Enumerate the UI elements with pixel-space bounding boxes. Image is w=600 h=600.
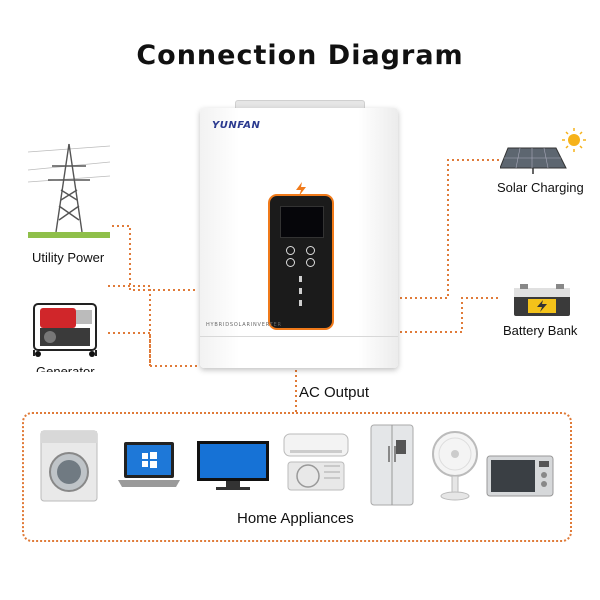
home-appliances-label: Home Appliances [237,510,354,527]
lcd-screen [280,206,324,238]
status-led [299,276,302,282]
status-led [299,300,302,306]
refrigerator-icon [370,424,414,506]
washing-machine-icon [40,430,98,502]
panel-button[interactable] [306,258,315,267]
solar-panel-icon [499,128,590,176]
generator-label: Generator [36,364,95,372]
sun-icon [562,128,586,152]
utility-wire [112,225,198,291]
inverter-body: YUNFAN HYBRIDSOLARINVERTER [200,108,398,368]
utility-power-icon [27,140,111,242]
control-panel [268,182,334,330]
generator-wire-upper [108,285,151,366]
battery-bank-label: Battery Bank [503,323,578,338]
television-icon [196,440,270,492]
utility-power-label: Utility Power [32,250,105,265]
model-text: HYBRIDSOLARINVERTER [206,322,282,328]
diagram-title: Connection Diagram [136,40,464,71]
lightning-icon [296,182,306,196]
brand-logo: YUNFAN [212,120,261,131]
generator-icon [30,298,100,358]
status-led [299,288,302,294]
hybrid-inverter: YUNFAN HYBRIDSOLARINVERTER [200,100,398,368]
solar-charging-label: Solar Charging [497,180,584,195]
panel-button[interactable] [286,246,295,255]
battery-wire [400,297,500,333]
fan-icon [430,430,480,502]
solar-wire [400,159,500,299]
generator-wire [108,332,198,367]
panel-button[interactable] [286,258,295,267]
microwave-icon [486,455,554,497]
laptop-icon [116,440,182,490]
air-conditioner-icon [282,432,354,492]
home-appliances-group [22,412,572,542]
battery-icon [512,282,572,318]
ac-output-label: AC Output [299,384,370,401]
panel-divider [200,336,398,337]
panel-button[interactable] [306,246,315,255]
